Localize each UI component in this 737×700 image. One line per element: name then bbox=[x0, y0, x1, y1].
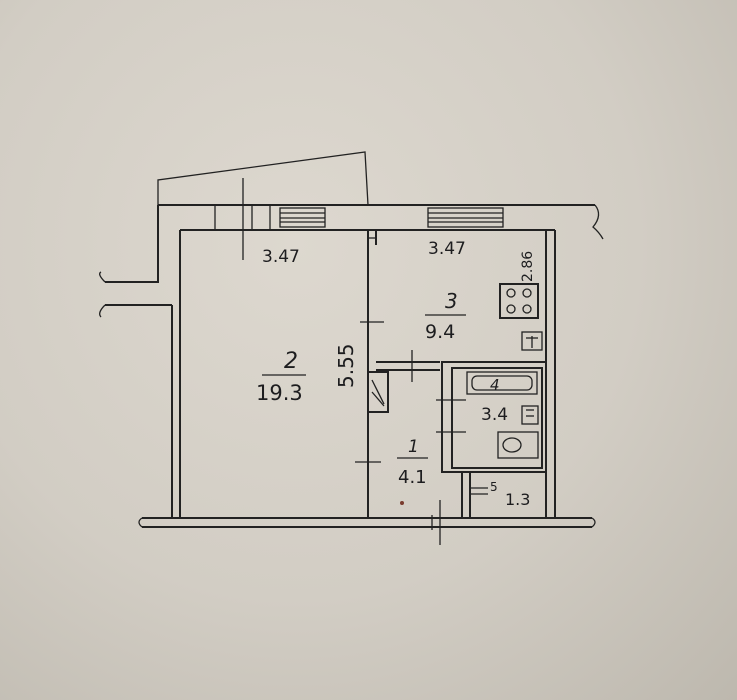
room-1-number: 1 bbox=[408, 437, 419, 457]
stove-icon bbox=[499, 283, 539, 319]
outer-walls bbox=[99, 204, 604, 528]
dim-right-side: 2.86 bbox=[520, 251, 536, 282]
door-marks bbox=[355, 321, 466, 545]
room-3-number: 3 bbox=[445, 289, 458, 313]
bathtub-icon bbox=[466, 371, 538, 395]
dim-top-left: 3.47 bbox=[262, 247, 300, 267]
room-5-number: 5 bbox=[490, 480, 498, 494]
room-4-area: 3.4 bbox=[481, 405, 508, 425]
toilet-icon bbox=[497, 431, 539, 459]
dim-height: 5.55 bbox=[334, 343, 358, 388]
room-4-number: 4 bbox=[490, 376, 500, 394]
room-1-area: 4.1 bbox=[398, 467, 427, 488]
balcony bbox=[157, 151, 369, 206]
room-1-label: 1 4.1 bbox=[397, 437, 428, 488]
door-dot bbox=[400, 501, 404, 505]
dim-top-right: 3.47 bbox=[428, 239, 466, 259]
washbasin-icon bbox=[521, 405, 539, 425]
room-3-area: 9.4 bbox=[425, 321, 455, 343]
room-2-area: 19.3 bbox=[256, 381, 303, 405]
room-5-label: 5 1.3 bbox=[490, 480, 530, 509]
room-4-label: 4 3.4 bbox=[481, 376, 508, 425]
room-2-label: 2 19.3 bbox=[256, 349, 306, 405]
kitchen-sink-icon bbox=[521, 331, 543, 351]
interior-walls bbox=[367, 230, 547, 518]
room-5-area: 1.3 bbox=[505, 490, 530, 509]
windows bbox=[214, 178, 504, 260]
room-2-number: 2 bbox=[284, 349, 298, 374]
room-3-label: 3 9.4 bbox=[425, 289, 466, 343]
